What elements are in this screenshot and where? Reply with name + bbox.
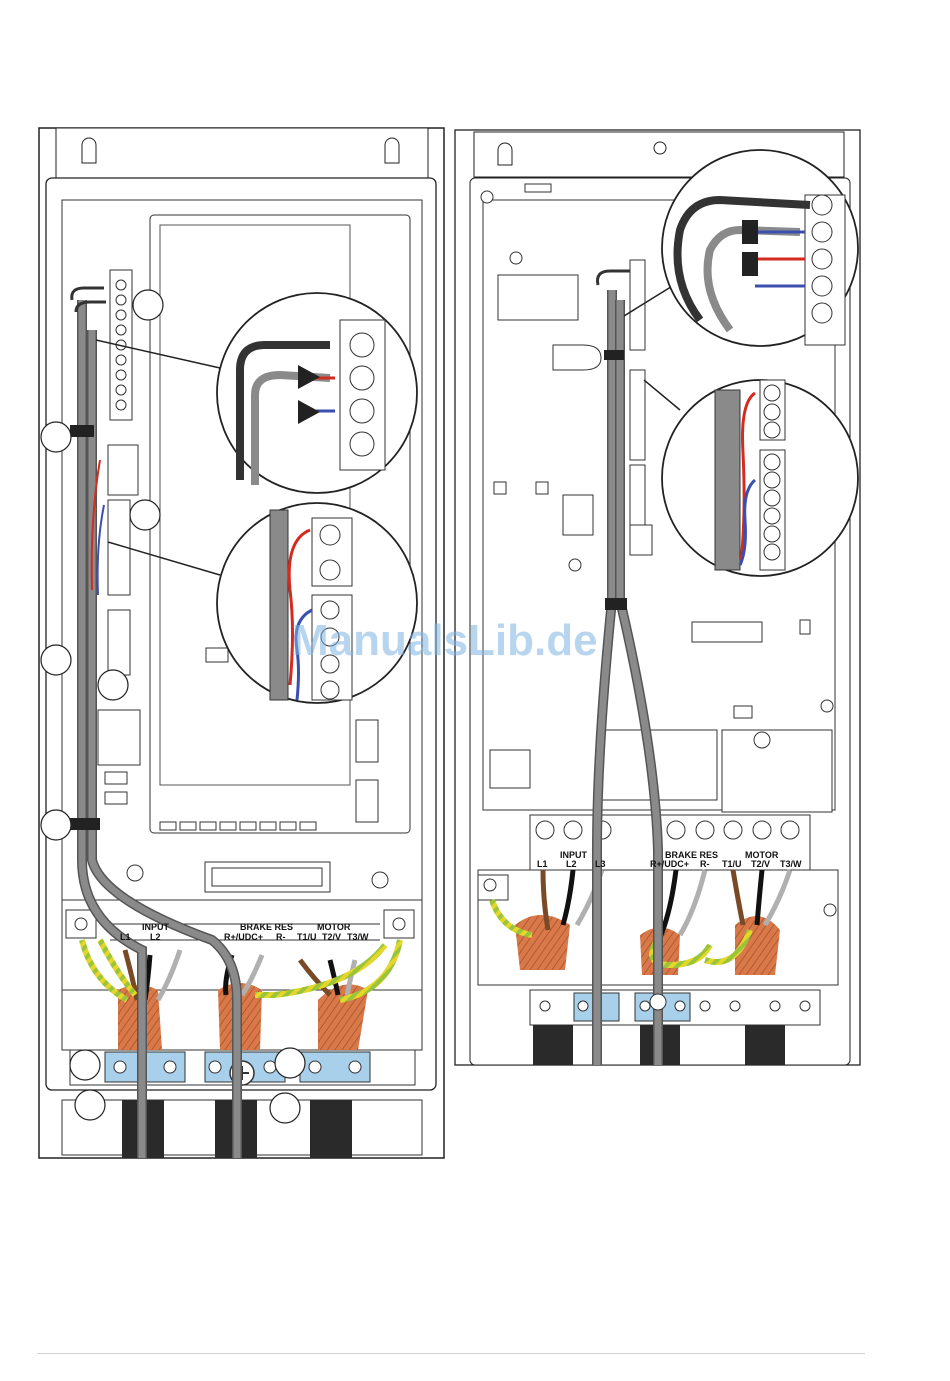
detail-magnifier-bottom-left	[217, 503, 417, 703]
right-label-r-plus: R+/UDC+	[650, 859, 689, 869]
right-label-t1: T1/U	[722, 859, 742, 869]
right-label-t3: T3/W	[780, 859, 802, 869]
left-label-t2: T2/V	[322, 932, 341, 942]
left-label-input: INPUT	[142, 922, 170, 932]
left-label-l2: L2	[150, 932, 161, 942]
right-label-l2: L2	[566, 859, 577, 869]
right-label-l3: L3	[595, 859, 606, 869]
detail-magnifier-top-left	[217, 293, 417, 493]
right-label-t2: T2/V	[751, 859, 770, 869]
footer-rule	[37, 1353, 865, 1354]
left-label-l1: L1	[120, 932, 131, 942]
detail-magnifier-bottom-right	[662, 380, 858, 576]
left-label-r-minus: R-	[276, 932, 286, 942]
left-label-motor: MOTOR	[317, 922, 351, 932]
right-label-r-minus: R-	[700, 859, 710, 869]
right-drive	[455, 130, 860, 1065]
detail-magnifier-top-right	[662, 150, 858, 346]
left-label-r-plus: R+/UDC+	[224, 932, 263, 942]
left-label-t1: T1/U	[297, 932, 317, 942]
left-label-t3: T3/W	[347, 932, 369, 942]
right-label-l1: L1	[537, 859, 548, 869]
left-label-brake-res: BRAKE RES	[240, 922, 293, 932]
left-terminal-labels: INPUT L1 L2 BRAKE RES R+/UDC+ R- MOTOR T…	[120, 922, 369, 942]
watermark-text: ManualsLib.de	[292, 616, 598, 665]
